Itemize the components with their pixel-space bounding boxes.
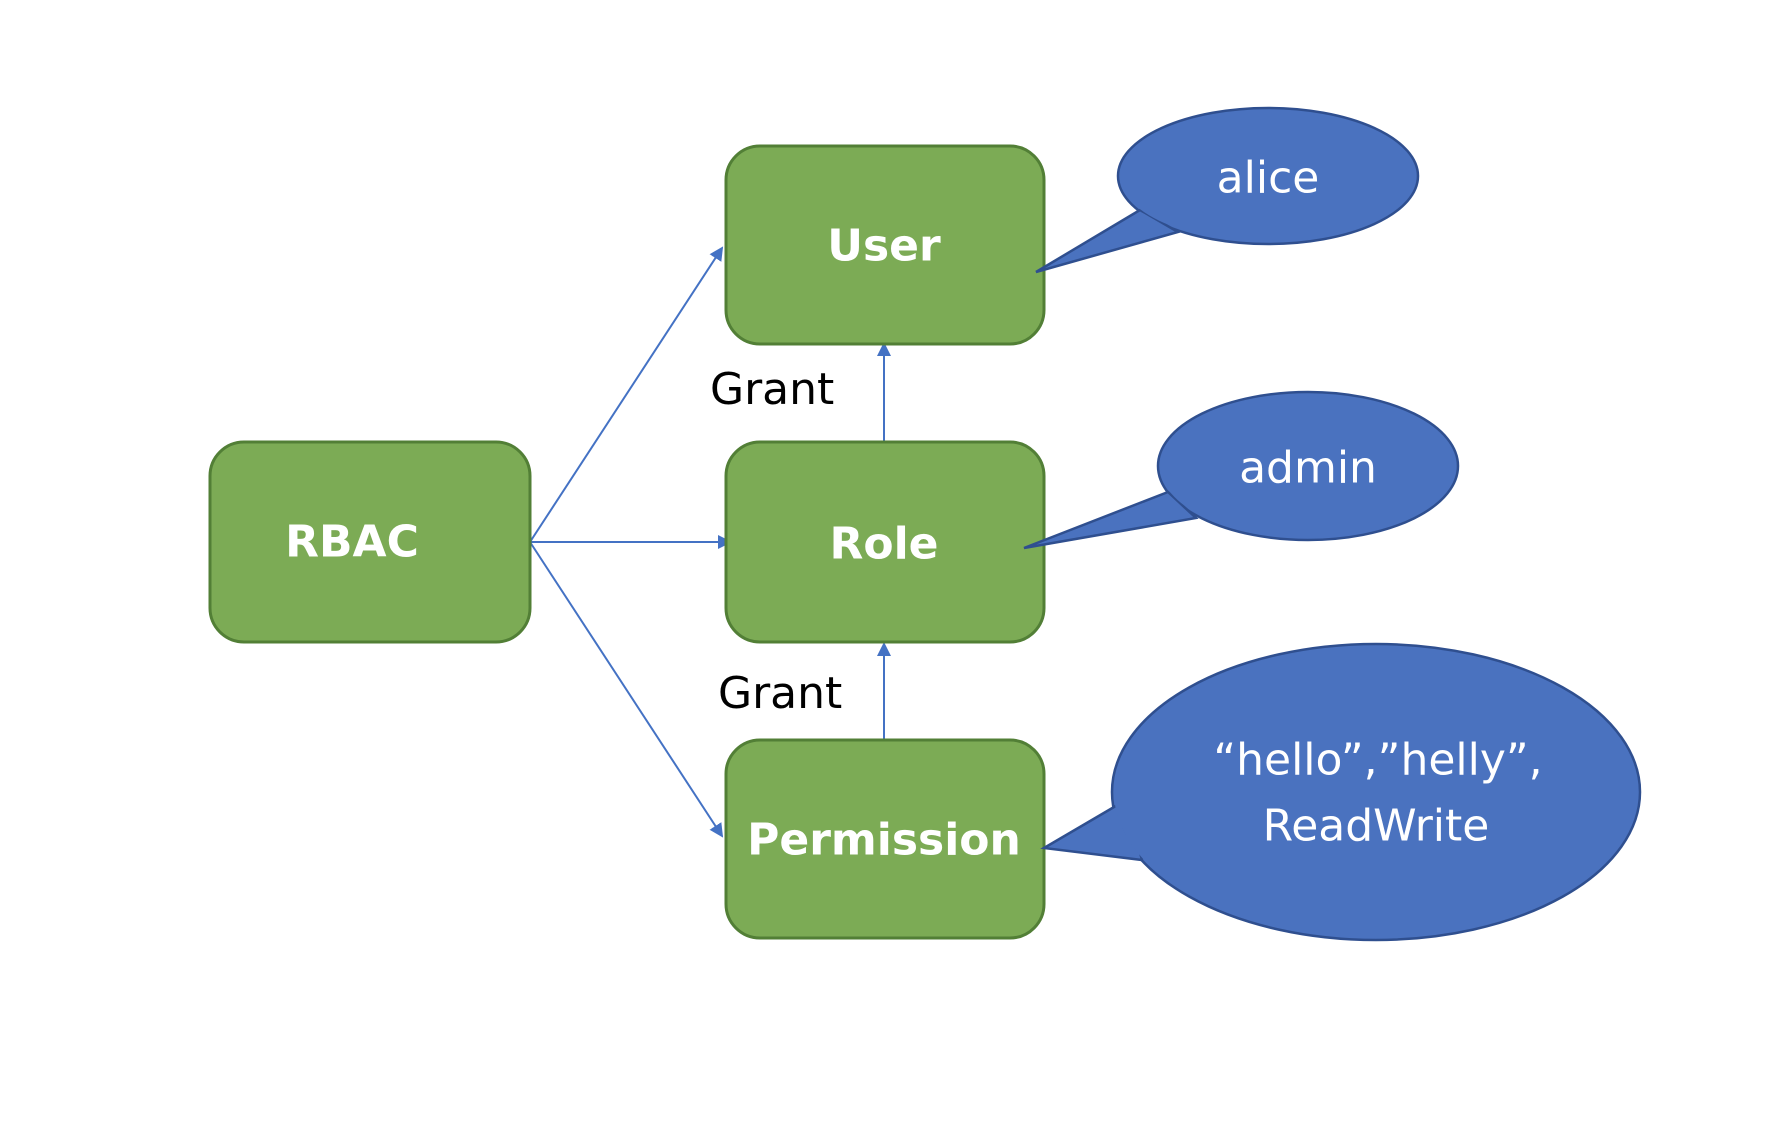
- rbac-node: RBAC: [208, 440, 532, 644]
- user-node: User: [724, 144, 1046, 346]
- role-node: Role: [724, 440, 1046, 644]
- permission-node: Permission: [724, 738, 1046, 940]
- user-callout: alice: [1035, 106, 1420, 274]
- permission-node-label: Permission: [747, 815, 1021, 866]
- permission-callout: “hello”,”helly”, ReadWrite: [1040, 642, 1642, 942]
- edge-rbac-to-permission: [529, 541, 724, 838]
- role-callout-text: admin: [1239, 443, 1377, 494]
- edge-rbac-to-user: [529, 246, 724, 543]
- grant-label-role-to-user: Grant: [710, 364, 834, 415]
- permission-callout-line2: ReadWrite: [1263, 801, 1490, 852]
- grant-label-permission-to-role: Grant: [718, 668, 842, 719]
- role-callout: admin: [1023, 390, 1460, 550]
- user-callout-text: alice: [1217, 153, 1320, 204]
- user-node-label: User: [827, 221, 941, 272]
- rbac-node-label: RBAC: [285, 517, 419, 568]
- role-node-label: Role: [829, 519, 938, 570]
- permission-callout-line1: “hello”,”helly”,: [1213, 735, 1542, 786]
